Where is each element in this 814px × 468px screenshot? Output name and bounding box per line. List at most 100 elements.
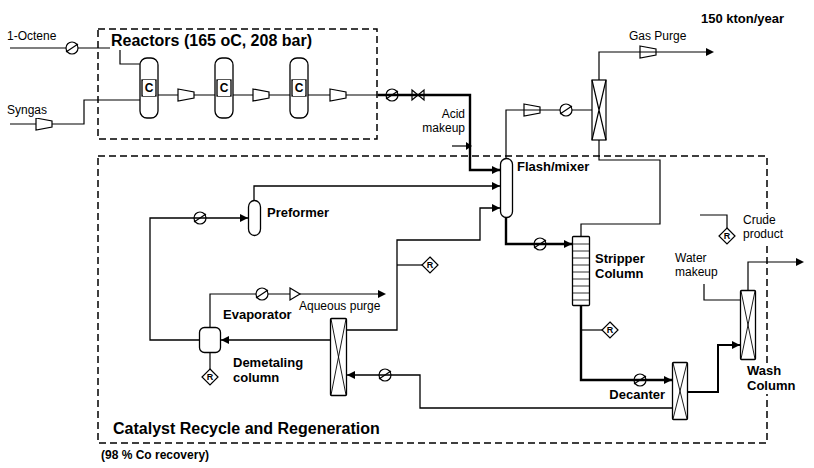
reactor-block-symbol — [602, 322, 618, 338]
unit-name: Stripper Column — [594, 252, 656, 282]
vent-line — [506, 110, 592, 158]
equipment-outline — [330, 318, 347, 396]
equipment-outline — [200, 328, 221, 353]
equipment-outline — [573, 300, 589, 301]
vent-line — [452, 145, 466, 146]
section-outline — [98, 29, 377, 139]
equipment-outline — [331, 319, 346, 395]
stream-label: Aqueous purge — [298, 300, 381, 314]
heater-symbol — [560, 106, 572, 114]
equipment-outline — [573, 265, 589, 266]
equipment-outline — [331, 319, 347, 396]
process-stream — [254, 186, 500, 200]
unit-name: Wash Column — [746, 364, 804, 394]
reactor-vessel — [217, 80, 231, 96]
unit-name: Demetaling column — [232, 356, 324, 386]
heater-symbol — [66, 44, 78, 52]
reactor-vessel — [140, 58, 158, 118]
reactor-vessel — [142, 80, 156, 96]
equipment-outline — [673, 363, 688, 420]
reactor-symbol-letter: C — [143, 80, 155, 96]
process-stream — [347, 375, 672, 408]
stream-label: Syngas — [6, 104, 48, 118]
reactor-block-letter: R — [606, 324, 614, 336]
packed-column-symbol — [592, 80, 606, 140]
equipment-outline — [501, 159, 513, 218]
evaporator-vessel: Evaporator — [199, 327, 221, 353]
equipment-outline — [573, 251, 589, 252]
vent-line — [209, 353, 210, 370]
flow-arrowhead — [796, 258, 804, 266]
compressor-symbol — [178, 89, 194, 101]
equipment-outline — [573, 237, 590, 306]
reactor-block-letter: R — [206, 371, 214, 383]
reactor-block-letter: R — [426, 259, 434, 271]
heater-symbol — [66, 42, 78, 54]
reactor-block-letter: R — [723, 230, 731, 242]
heater-symbol — [256, 288, 268, 300]
section-outline — [98, 156, 767, 443]
equipment-outline — [249, 201, 261, 236]
stream-label: Water makeup — [674, 252, 730, 280]
vent-line — [748, 262, 796, 290]
reactor-block-symbol — [202, 369, 218, 385]
equipment-outline — [572, 236, 590, 306]
process-stream — [378, 95, 500, 170]
stream-label: Gas Purge — [628, 30, 687, 44]
stream-label: Acid makeup — [414, 108, 466, 136]
stripper-column: Stripper Column — [572, 236, 590, 306]
process-stream — [581, 306, 672, 380]
equipment-outline — [573, 237, 590, 306]
heater-symbol — [66, 42, 646, 386]
equipment-outline — [573, 286, 589, 287]
equipment-outline — [672, 362, 688, 420]
equipment-outline — [673, 363, 687, 419]
catalyst-section: Flash/mixerPreformerStripper ColumnEvapo… — [97, 155, 768, 444]
unit-name: Evaporator — [222, 308, 293, 323]
compressor-symbol — [253, 89, 269, 101]
reactor-symbol-letter: C — [293, 80, 305, 96]
reactor-vessel — [292, 80, 306, 96]
unit-name: Catalyst Recycle and Regeneration — [112, 420, 381, 438]
stream-label: Crude product — [742, 214, 804, 242]
reactor-symbol-letter: C — [218, 80, 230, 96]
flow-arrowhead — [706, 48, 714, 56]
vent-line — [581, 329, 603, 330]
section-outline — [97, 155, 768, 444]
vent-line — [704, 284, 740, 300]
unit-name: Decanter — [600, 388, 666, 403]
flow-arrowhead — [378, 290, 386, 298]
equipment-outline — [331, 319, 347, 396]
compressor-symbol — [36, 46, 656, 130]
reactor-section: Reactors (165 oC, 208 bar) — [97, 28, 378, 140]
process-stream — [221, 339, 330, 340]
splitter-symbol — [290, 90, 424, 300]
process-stream — [506, 218, 572, 244]
equipment-outline — [573, 244, 589, 245]
reactor-vessel — [140, 58, 308, 118]
equipment-outline — [573, 293, 589, 294]
equipment-outline — [500, 158, 513, 218]
packed-column-symbol — [592, 80, 606, 140]
stream-label: 1-Octene — [6, 30, 57, 44]
capacity-note: 150 kton/year — [700, 12, 785, 27]
equipment-outline — [740, 290, 756, 360]
reactor-block-symbol — [202, 228, 735, 385]
equipment-outline — [673, 363, 688, 420]
compressor-symbol — [36, 118, 52, 130]
vent-line — [210, 52, 796, 370]
unit-name: Reactors (165 oC, 208 bar) — [110, 32, 313, 50]
equipment-outline — [573, 258, 589, 259]
equipment-outline — [573, 279, 589, 280]
section-outline — [98, 29, 377, 139]
vent-line — [397, 264, 423, 265]
equipment-outline — [501, 159, 513, 218]
equipment-outline — [199, 327, 221, 353]
unit-note: (98 % Co recovery) — [100, 449, 210, 463]
splitter-symbol — [290, 288, 300, 300]
reactor-block-symbol — [719, 228, 735, 244]
wash-column: Wash Column — [740, 290, 756, 360]
